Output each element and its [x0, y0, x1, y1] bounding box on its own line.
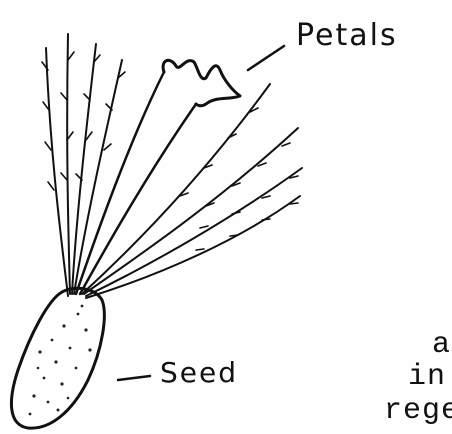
petal-filaments [46, 34, 302, 298]
petals-leader-line [248, 46, 284, 70]
seed-label: Seed [160, 356, 238, 389]
typed-text-line-2: in [408, 360, 446, 394]
seed-shape [11, 288, 104, 428]
petal-tip [163, 60, 240, 105]
filament-barbs [42, 52, 298, 250]
seed-leader-line [118, 376, 150, 380]
typed-text-line-3: rege [384, 394, 452, 428]
petals-label: Petals [296, 18, 398, 53]
typed-text-line-1: a [432, 328, 451, 362]
